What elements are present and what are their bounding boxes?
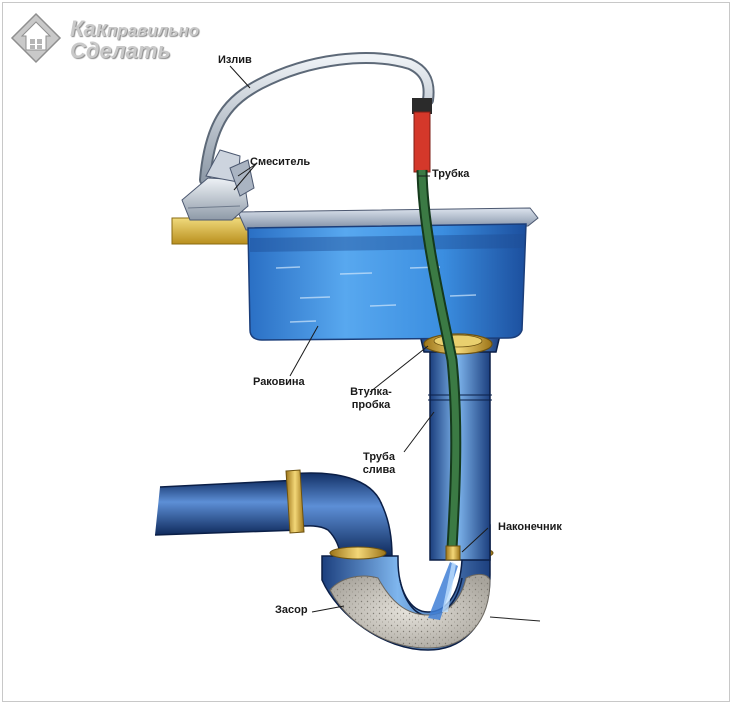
label-sleeve-line1: Втулка- bbox=[350, 386, 392, 398]
label-drain-pipe: Труба слива bbox=[356, 451, 402, 477]
label-clog: Засор bbox=[275, 604, 308, 616]
hose bbox=[412, 98, 462, 549]
label-sleeve-line2: пробка bbox=[351, 399, 391, 411]
label-spout: Излив bbox=[218, 54, 252, 66]
outlet-pipe bbox=[154, 479, 301, 536]
logo-text-top: Какправильно bbox=[70, 16, 199, 42]
nozzle bbox=[428, 545, 461, 620]
leader-lines bbox=[229, 65, 489, 613]
label-mixer: Смеситель bbox=[250, 156, 311, 168]
label-sleeve-plug: Втулка- пробка bbox=[344, 386, 398, 412]
house-logo-icon bbox=[10, 12, 62, 64]
label-drain-line1: Труба bbox=[363, 451, 395, 463]
label-sink: Раковина bbox=[253, 376, 305, 388]
label-drain-line2: слива bbox=[362, 464, 396, 476]
mixer bbox=[181, 149, 255, 221]
label-tube: Трубка bbox=[432, 168, 470, 180]
site-logo: Какправильно Сделать bbox=[10, 8, 220, 64]
label-nozzle: Наконечник bbox=[498, 521, 562, 533]
logo-word-sdelat: Сделать bbox=[70, 38, 171, 63]
sleeve-plug bbox=[423, 333, 493, 355]
clog bbox=[329, 573, 491, 649]
logo-word-pravilno: правильно bbox=[106, 21, 200, 40]
spout bbox=[199, 52, 435, 186]
sink-basin bbox=[237, 207, 539, 341]
logo-word-kak: Как bbox=[70, 16, 107, 41]
